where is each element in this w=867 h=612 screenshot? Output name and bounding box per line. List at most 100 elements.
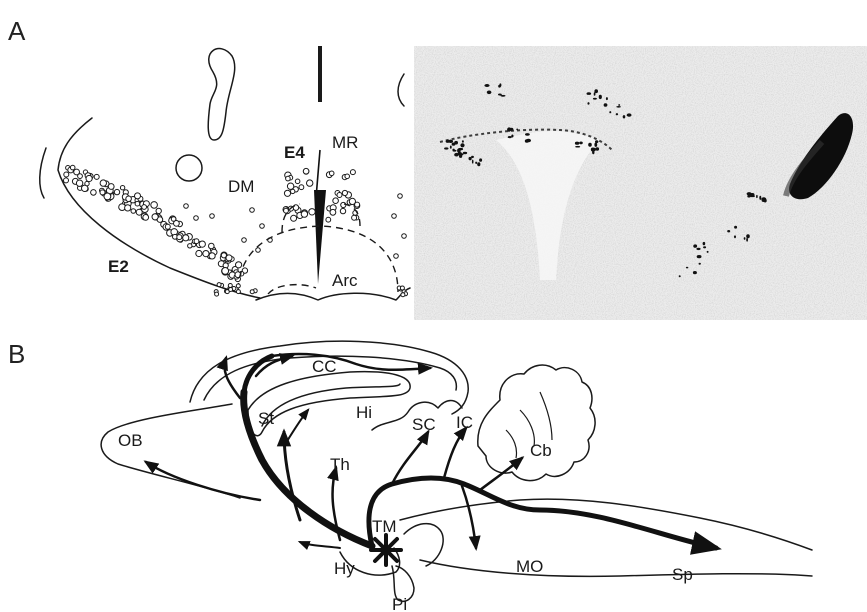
e2-cell: [135, 201, 140, 206]
dm-cell: [392, 214, 397, 219]
e2-cell: [104, 193, 111, 200]
panel-b-letter: B: [8, 339, 25, 369]
e4-cell: [342, 190, 347, 195]
stain-speck: [484, 84, 489, 87]
label-ic: IC: [456, 413, 473, 432]
e4-cell: [352, 215, 357, 220]
e4-cell: [329, 171, 334, 176]
label-e4: E4: [284, 143, 305, 162]
e2-cell: [64, 178, 69, 183]
ventral-cell: [236, 284, 240, 288]
stain-speck: [487, 91, 492, 95]
e2-cell: [209, 243, 215, 249]
panel-b-drawing: CC Hi St SC IC Cb OB Th TM Hy MO Sp Pi: [101, 341, 812, 612]
ventral-cell: [215, 292, 219, 296]
e2-cell: [203, 251, 209, 257]
dm-cell: [184, 204, 189, 209]
panel-a-letter: A: [8, 16, 26, 46]
stain-speck: [696, 248, 700, 250]
e4-cell: [284, 190, 290, 196]
label-e2: E2: [108, 257, 129, 276]
e4-cell: [330, 209, 336, 215]
brainstem-ventral: [420, 560, 812, 576]
e4-cell: [340, 208, 345, 213]
e4-cell: [295, 179, 300, 184]
stain-speck: [679, 275, 681, 277]
stain-speck: [686, 267, 688, 269]
e2-cell: [114, 189, 119, 194]
stain-speck: [469, 157, 472, 160]
third-ventricle-wedge: [314, 190, 326, 284]
third-ventricle-upper: [208, 49, 235, 140]
stain-speck: [627, 113, 632, 116]
cerebellum-outline: [478, 365, 595, 481]
e2-cell: [152, 214, 158, 220]
e2-cell: [165, 224, 170, 229]
stain-speck: [616, 106, 621, 108]
label-cc: CC: [312, 357, 337, 376]
e4-cell: [301, 211, 307, 217]
ventral-cell: [228, 284, 232, 288]
e4-cell: [291, 189, 295, 193]
e4-cell: [291, 215, 297, 221]
e2-cell: [91, 190, 97, 196]
stain-speck: [609, 111, 611, 113]
dm-cell: [394, 254, 399, 259]
e2-cell: [143, 215, 149, 221]
stain-speck: [693, 271, 697, 274]
stain-speck: [746, 238, 748, 242]
stain-speck: [746, 234, 750, 238]
fiber-posterior: [369, 478, 716, 548]
stain-speck: [734, 235, 736, 238]
label-cb: Cb: [530, 441, 552, 460]
e4-cell: [286, 176, 291, 181]
e4-cell: [333, 198, 339, 204]
stain-speck: [697, 255, 702, 258]
e2-cell: [86, 175, 92, 181]
stain-speck: [764, 199, 767, 203]
dm-cell: [256, 248, 261, 253]
stain-speck: [448, 140, 453, 143]
stain-speck: [703, 242, 706, 245]
cortex-outline: [190, 341, 468, 414]
ventral-cell: [236, 290, 240, 294]
stain-speck: [579, 142, 583, 145]
dm-cell: [242, 238, 247, 243]
e4-cell: [299, 185, 304, 190]
stain-speck: [575, 146, 580, 148]
label-tm: TM: [372, 517, 397, 536]
stain-speck: [699, 263, 701, 265]
stain-speck: [596, 147, 600, 150]
stain-speck: [587, 102, 589, 105]
stain-speck: [508, 136, 512, 138]
ventral-cell: [401, 293, 405, 297]
stain-speck: [616, 113, 618, 115]
stain-speck: [471, 156, 474, 158]
pons-outline: [404, 524, 443, 566]
stain-speck: [595, 140, 598, 143]
e2-cell: [142, 205, 147, 210]
dm-cell: [194, 216, 199, 221]
stain-speck: [744, 237, 746, 240]
stain-speck: [759, 196, 761, 200]
e2-cell: [156, 208, 161, 213]
dm-cell: [210, 214, 215, 219]
label-sp: Sp: [672, 565, 693, 584]
label-th: Th: [330, 455, 350, 474]
lateral-bracket: [40, 148, 46, 198]
e2-cell: [100, 180, 106, 186]
stain-speck: [618, 104, 620, 106]
stain-speck: [756, 195, 758, 198]
e2-cell: [177, 235, 182, 240]
e2-cell: [135, 193, 141, 199]
e2-cell: [222, 268, 229, 275]
e2-cell: [194, 239, 199, 244]
label-mo: MO: [516, 557, 543, 576]
right-bracket: [398, 74, 404, 106]
micrograph: [414, 46, 867, 320]
e4-cell: [350, 170, 355, 175]
dm-cell: [398, 194, 403, 199]
e4-cell: [303, 168, 309, 174]
stain-speck: [599, 95, 602, 99]
